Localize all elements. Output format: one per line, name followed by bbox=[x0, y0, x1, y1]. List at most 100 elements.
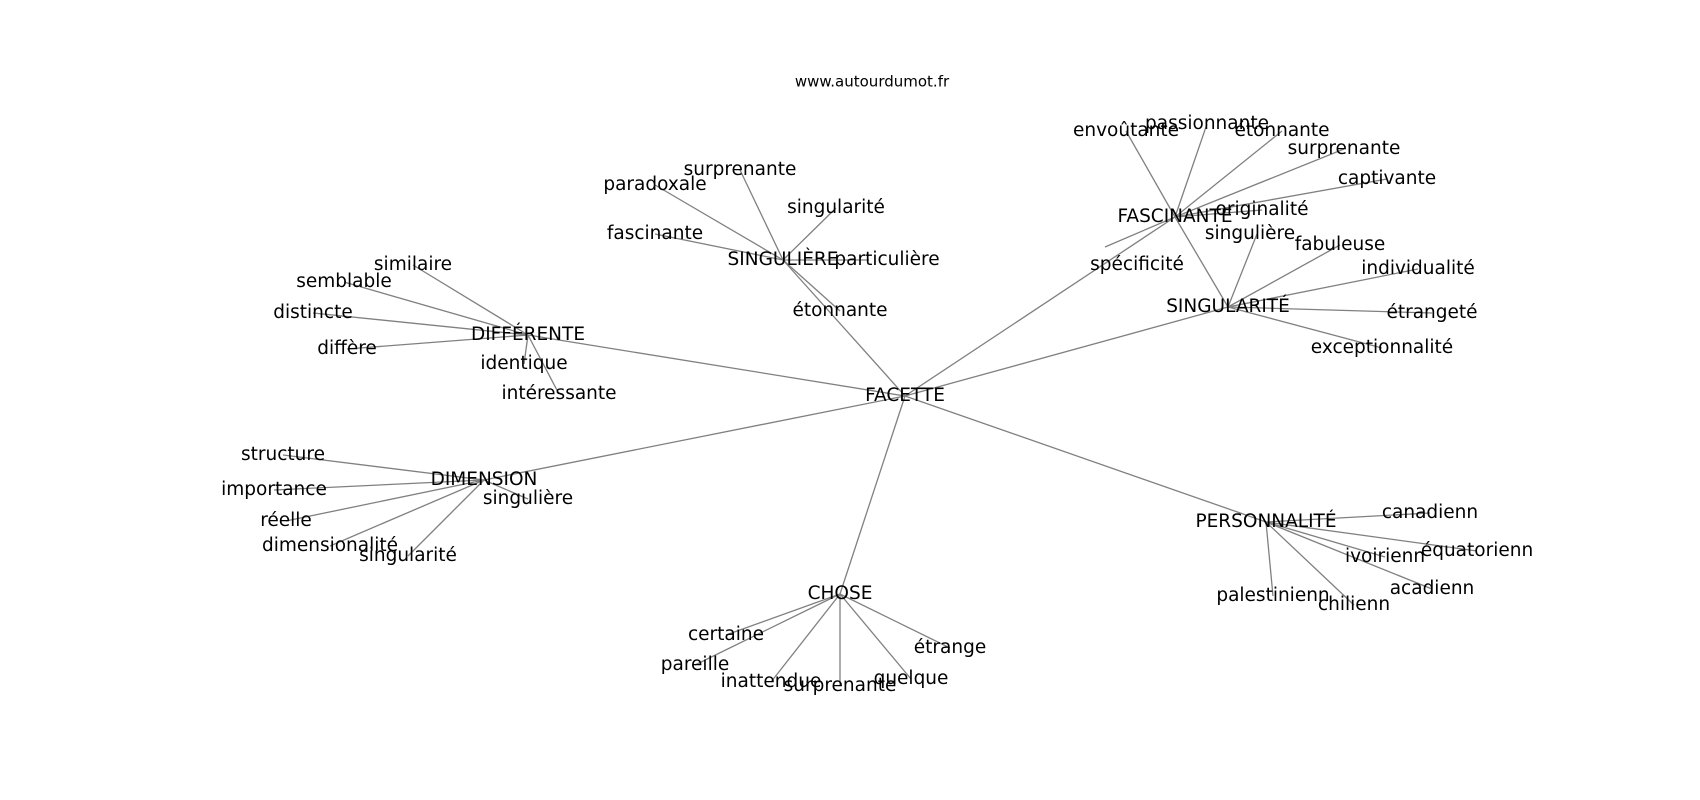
word-node: ivoirienn bbox=[1345, 546, 1425, 567]
word-node: originalité bbox=[1216, 199, 1309, 220]
graph-edges bbox=[273, 123, 1478, 686]
edge-hub-to-word bbox=[329, 479, 485, 547]
word-node: acadienn bbox=[1390, 578, 1475, 599]
word-node: étrange bbox=[914, 637, 986, 658]
word-node: intéressante bbox=[501, 383, 616, 404]
word-node: exceptionnalité bbox=[1311, 337, 1453, 358]
edge-hub-to-word bbox=[694, 593, 841, 666]
edge-hub-to-word bbox=[407, 479, 485, 557]
word-node: identique bbox=[480, 353, 567, 374]
edge-hub-to-word bbox=[412, 264, 529, 336]
edge-hub-to-word bbox=[1227, 306, 1383, 349]
edge-hub-to-word bbox=[839, 593, 912, 680]
hub-node: FASCINANTE bbox=[1117, 206, 1232, 227]
word-node: certaine bbox=[688, 624, 764, 645]
edge-hub-to-word bbox=[1265, 521, 1274, 597]
hub-node: DIMENSION bbox=[431, 469, 538, 490]
word-node: inattendue bbox=[721, 671, 822, 692]
word-node: étonnante bbox=[792, 300, 887, 321]
word-node: singularité bbox=[787, 197, 885, 218]
edge-hub-to-word bbox=[654, 233, 784, 261]
edge-hub-to-word bbox=[739, 169, 784, 261]
edge-hub-to-word bbox=[782, 207, 837, 261]
word-node: diffère bbox=[317, 338, 377, 359]
word-node: chilienn bbox=[1318, 594, 1390, 615]
word-node: étrangeté bbox=[1386, 302, 1477, 323]
edge-hub-to-word bbox=[1174, 123, 1208, 218]
edge-hub-to-word bbox=[1125, 130, 1176, 218]
edge-hub-to-word bbox=[1174, 130, 1283, 218]
word-node: structure bbox=[241, 444, 325, 465]
word-node: canadienn bbox=[1382, 502, 1478, 523]
word-node: palestinienn bbox=[1216, 585, 1329, 606]
word-node: surprenante bbox=[1288, 138, 1401, 159]
center-node: FACETTE bbox=[865, 385, 945, 406]
edge-hub-to-word bbox=[312, 312, 529, 336]
edge-hub-to-word bbox=[282, 454, 485, 481]
word-node: semblable bbox=[296, 271, 392, 292]
word-node: quelque bbox=[874, 668, 949, 689]
edge-hub-to-word bbox=[839, 593, 951, 649]
edge-hub-to-word bbox=[1227, 306, 1433, 314]
word-node: singulière bbox=[1205, 223, 1295, 244]
edge-hub-to-word bbox=[1227, 268, 1419, 308]
edge-hub-to-word bbox=[782, 259, 841, 312]
hub-node: PERSONNALITÉ bbox=[1195, 510, 1336, 532]
edge-hub-to-word bbox=[1265, 521, 1355, 606]
edge-hub-to-word bbox=[1265, 521, 1386, 558]
edge-center-to-hub bbox=[782, 259, 906, 397]
edge-center-to-hub bbox=[839, 395, 906, 595]
edge-center-to-hub bbox=[483, 395, 906, 481]
word-node: équatorienn bbox=[1421, 540, 1533, 561]
edge-hub-to-word bbox=[273, 479, 485, 491]
edge-center-to-hub bbox=[904, 216, 1176, 397]
hub-node: CHOSE bbox=[808, 583, 873, 604]
edge-center-to-hub bbox=[527, 334, 906, 397]
word-node: étonnante bbox=[1234, 120, 1329, 141]
word-node: individualité bbox=[1361, 258, 1475, 279]
edge-hub-to-word bbox=[1104, 216, 1176, 248]
edge-center-to-hub bbox=[904, 395, 1267, 523]
edge-hub-to-word bbox=[1174, 178, 1388, 218]
edge-hub-to-word bbox=[654, 184, 784, 261]
word-node: similaire bbox=[374, 254, 452, 275]
edge-hub-to-word bbox=[483, 479, 529, 500]
word-node: paradoxale bbox=[603, 174, 706, 195]
source-url: www.autourdumot.fr bbox=[795, 73, 950, 91]
word-node: distincte bbox=[273, 302, 352, 323]
edge-hub-to-word bbox=[725, 593, 841, 636]
edge-hub-to-word bbox=[770, 593, 841, 683]
word-node: dimensionalité bbox=[262, 535, 398, 556]
word-node: surprenante bbox=[684, 159, 797, 180]
word-node: fabuleuse bbox=[1295, 234, 1386, 255]
word-node: passionnante bbox=[1145, 113, 1269, 134]
edge-hub-to-hub bbox=[1174, 216, 1229, 308]
edge-hub-to-word bbox=[1174, 209, 1263, 218]
edge-hub-to-word bbox=[523, 334, 529, 365]
word-node: particulière bbox=[834, 249, 939, 270]
word-node: fascinante bbox=[607, 223, 703, 244]
word-node: importance bbox=[221, 479, 327, 500]
edge-hub-to-word bbox=[346, 334, 529, 350]
hub-node: SINGULARITÉ bbox=[1166, 295, 1290, 317]
word-node: surprenante bbox=[784, 675, 897, 696]
word-node: pareille bbox=[661, 654, 729, 675]
edge-hub-to-word bbox=[285, 479, 485, 522]
edge-hub-to-word bbox=[1227, 233, 1258, 308]
edge-hub-to-word bbox=[1265, 521, 1433, 590]
hub-node: DIFFÉRENTE bbox=[471, 323, 585, 345]
word-node: captivante bbox=[1338, 168, 1436, 189]
edge-hub-to-word bbox=[1265, 521, 1478, 552]
word-node: spécificité bbox=[1090, 254, 1184, 275]
edge-hub-to-word bbox=[1265, 512, 1431, 523]
word-node: réelle bbox=[260, 510, 312, 531]
edge-hub-to-word bbox=[1227, 244, 1341, 308]
word-node: envoûtante bbox=[1073, 120, 1179, 141]
edge-center-to-hub bbox=[904, 306, 1229, 397]
graph-labels: surprenanteparadoxalesingularitéfascinan… bbox=[221, 113, 1533, 696]
edge-hub-to-word bbox=[527, 334, 560, 395]
edge-hub-to-word bbox=[1174, 148, 1345, 218]
word-node: singulière bbox=[483, 488, 573, 509]
edge-hub-to-word bbox=[343, 281, 529, 336]
